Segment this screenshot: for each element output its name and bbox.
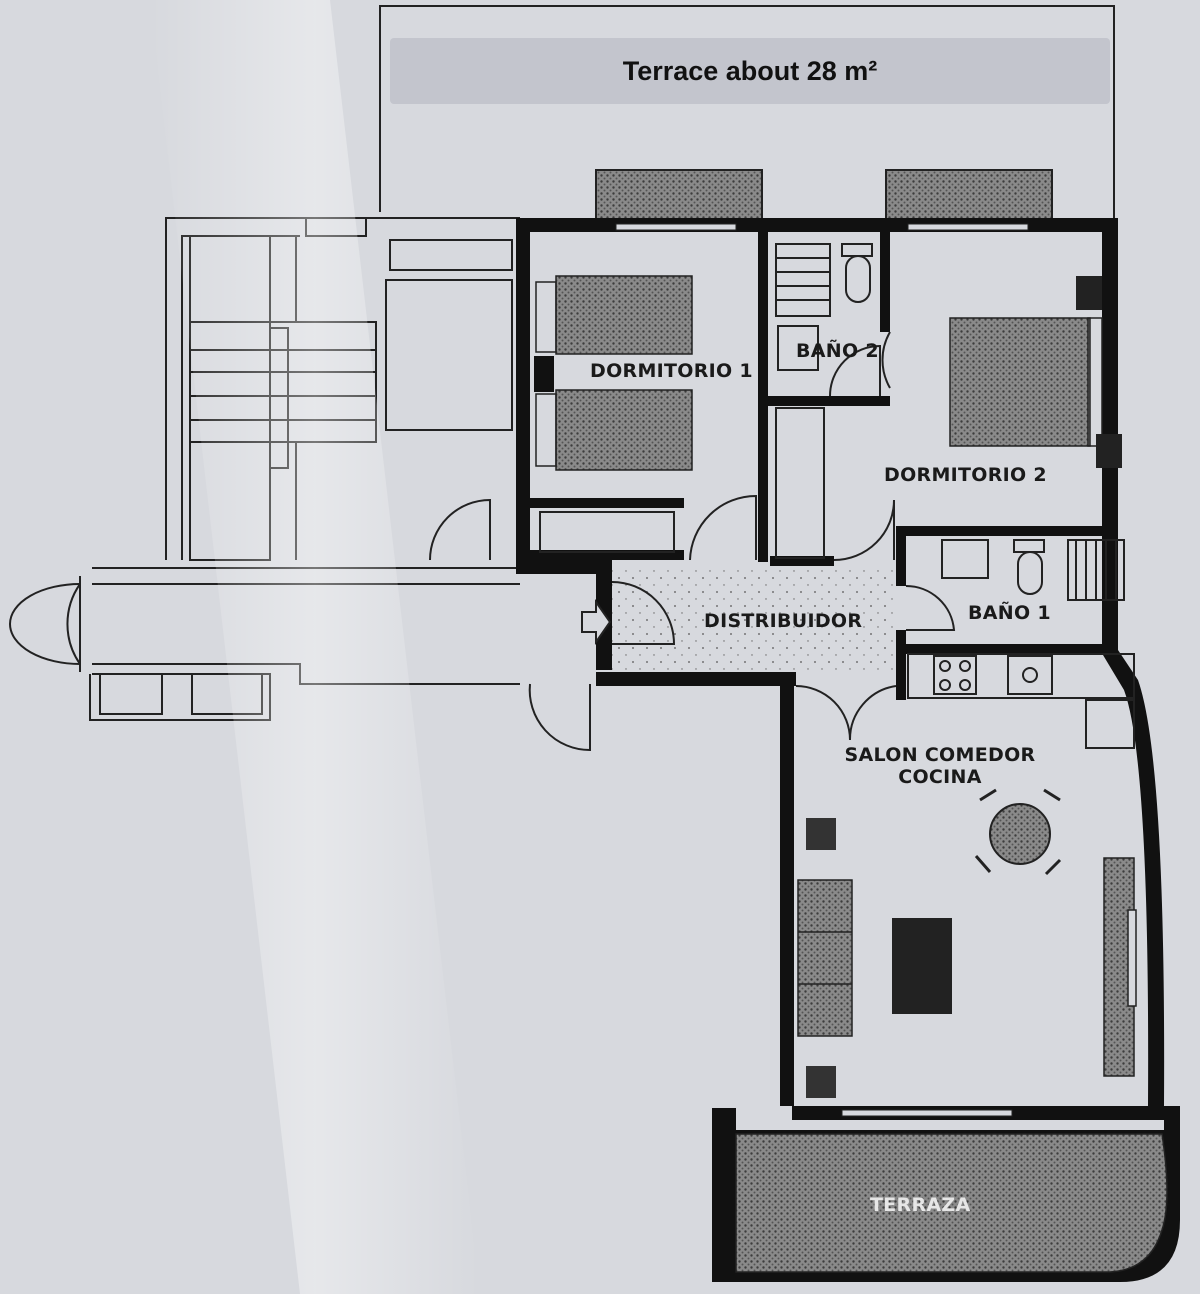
room-label-terraza: TERRAZA: [870, 1194, 971, 1216]
room-label-distribuidor: DISTRIBUIDOR: [704, 610, 863, 632]
light-streak: [150, 0, 480, 1294]
bano-1-fixtures: [905, 539, 1125, 631]
dormitorio-2-furniture: [833, 276, 1122, 561]
entrance-arrow-icon: [581, 598, 612, 646]
room-label-bano-1: BAÑO 1: [968, 602, 1051, 624]
planter-left: [595, 169, 763, 221]
terraza-floor: [735, 1133, 1168, 1273]
room-label-bano-2: BAÑO 2: [796, 340, 879, 362]
upper-terrace-outline: [379, 5, 1115, 220]
terrace-area-text: Terrace about 28 m²: [622, 55, 878, 86]
room-label-salon-comedor: SALON COMEDOR: [844, 744, 1036, 766]
room-label-dormitorio-2: DORMITORIO 2: [884, 464, 1047, 486]
salon-furniture: [797, 788, 1137, 1098]
interior-walls: [530, 232, 1102, 700]
room-label-cocina: COCINA: [898, 766, 982, 788]
planter-right: [885, 169, 1053, 221]
dormitorio-1-furniture: [535, 275, 757, 561]
room-label-dormitorio-1: DORMITORIO 1: [590, 360, 753, 382]
distribuidor-floor: [612, 566, 896, 672]
bano-2-fixtures: [775, 243, 881, 559]
terrace-area-banner: Terrace about 28 m²: [390, 38, 1110, 104]
kitchen-counter: [795, 653, 1135, 749]
entrance-door: [611, 581, 676, 645]
